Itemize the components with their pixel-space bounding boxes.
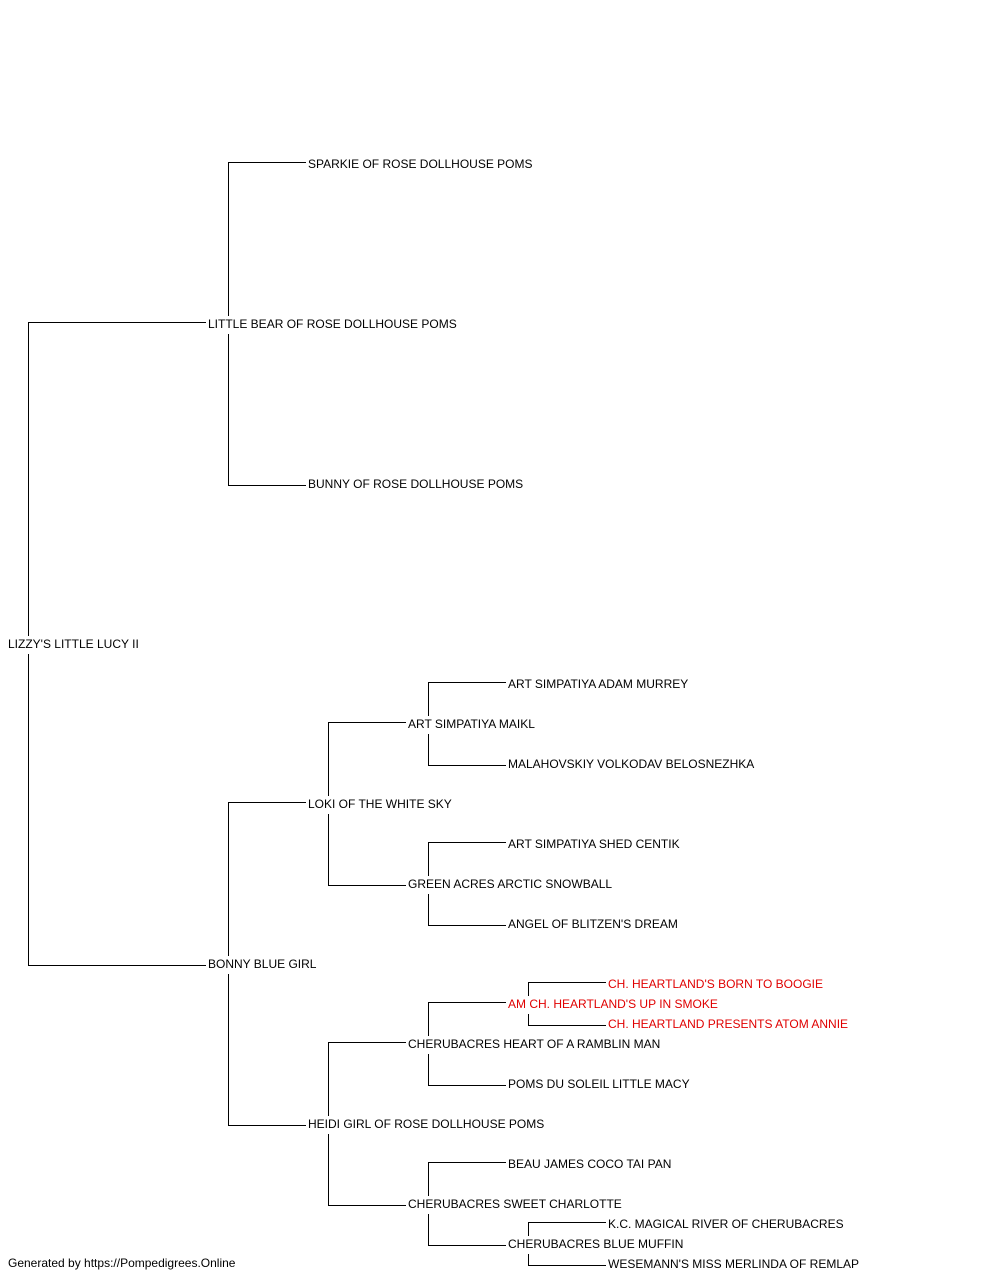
pedigree-labels: LIZZY'S LITTLE LUCY II LITTLE BEAR OF ROS…: [8, 157, 859, 1271]
dog-name-subject[interactable]: LIZZY'S LITTLE LUCY II: [8, 637, 139, 651]
pedigree-connectors: [28, 162, 606, 1266]
dog-name-dam-dam-sire-dam[interactable]: POMS DU SOLEIL LITTLE MACY: [508, 1077, 690, 1091]
dog-name-dam-dam-dam[interactable]: CHERUBACRES SWEET CHARLOTTE: [408, 1197, 622, 1211]
dog-name-dam-dam-sire-sire-dam[interactable]: CH. HEARTLAND PRESENTS ATOM ANNIE: [608, 1017, 848, 1031]
dog-name-dam-sire-dam[interactable]: GREEN ACRES ARCTIC SNOWBALL: [408, 877, 612, 891]
dog-name-sire[interactable]: LITTLE BEAR OF ROSE DOLLHOUSE POMS: [208, 317, 457, 331]
dog-name-dam-dam-dam-dam-sire[interactable]: K.C. MAGICAL RIVER OF CHERUBACRES: [608, 1217, 844, 1231]
dog-name-dam-dam-sire[interactable]: CHERUBACRES HEART OF A RAMBLIN MAN: [408, 1037, 660, 1051]
dog-name-dam-sire-dam-sire[interactable]: ART SIMPATIYA SHED CENTIK: [508, 837, 680, 851]
dog-name-dam-sire[interactable]: LOKI OF THE WHITE SKY: [308, 797, 452, 811]
dog-name-dam-dam-sire-sire-sire[interactable]: CH. HEARTLAND'S BORN TO BOOGIE: [608, 977, 823, 991]
dog-name-dam-sire-dam-dam[interactable]: ANGEL OF BLITZEN'S DREAM: [508, 917, 678, 931]
dog-name-dam-dam-dam-dam-dam[interactable]: WESEMANN'S MISS MERLINDA OF REMLAP: [608, 1257, 859, 1271]
dog-name-dam-dam-dam-sire[interactable]: BEAU JAMES COCO TAI PAN: [508, 1157, 671, 1171]
dog-name-dam-dam[interactable]: HEIDI GIRL OF ROSE DOLLHOUSE POMS: [308, 1117, 544, 1131]
dog-name-dam-sire-sire[interactable]: ART SIMPATIYA MAIKL: [408, 717, 535, 731]
dog-name-sire-dam[interactable]: BUNNY OF ROSE DOLLHOUSE POMS: [308, 477, 523, 491]
footer-credit: Generated by https://Pompedigrees.Online: [8, 1256, 236, 1270]
dog-name-dam-sire-sire-dam[interactable]: MALAHOVSKIY VOLKODAV BELOSNEZHKA: [508, 757, 754, 771]
dog-name-dam-dam-sire-sire[interactable]: AM CH. HEARTLAND'S UP IN SMOKE: [508, 997, 718, 1011]
dog-name-sire-sire[interactable]: SPARKIE OF ROSE DOLLHOUSE POMS: [308, 157, 533, 171]
dog-name-dam-dam-dam-dam[interactable]: CHERUBACRES BLUE MUFFIN: [508, 1237, 683, 1251]
dog-name-dam-sire-sire-sire[interactable]: ART SIMPATIYA ADAM MURREY: [508, 677, 688, 691]
dog-name-dam[interactable]: BONNY BLUE GIRL: [208, 957, 317, 971]
